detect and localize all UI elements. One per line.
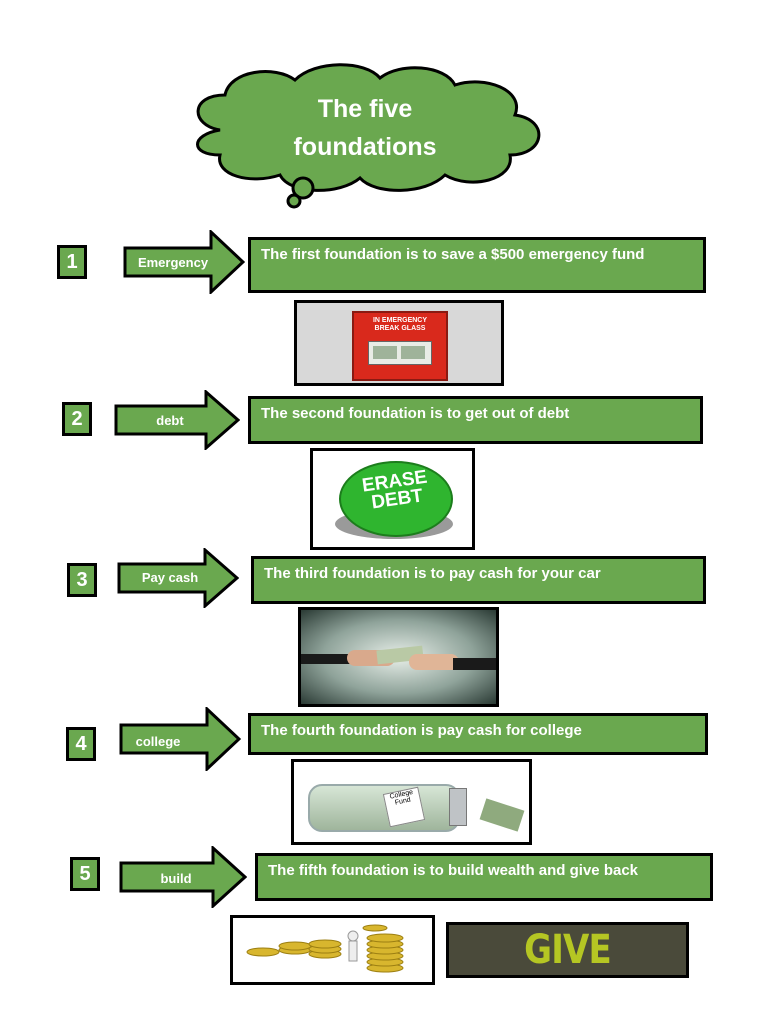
arrow-icon [117, 548, 239, 608]
coin-stacks-icon [246, 924, 404, 973]
step-number-4: 4 [66, 727, 96, 761]
arrow-label-4: college [135, 734, 181, 749]
arrow-icon [119, 707, 241, 771]
emergency-sign-text: IN EMERGENCY BREAK GLASS [372, 317, 428, 332]
foundation-bar-1: The first foundation is to save a $500 e… [248, 237, 706, 293]
foundation-bar-5: The fifth foundation is to build wealth … [255, 853, 713, 901]
pay-cash-image [298, 607, 499, 707]
cloud-shape [196, 63, 541, 209]
give-back-text: GIVE BACK. [524, 927, 612, 973]
arrow-label-1: Emergency [137, 255, 209, 270]
wealth-coins-image [230, 915, 435, 985]
arrow-icon [119, 846, 247, 908]
erase-debt-image: ERASE DEBT [310, 448, 475, 550]
step-number-5: 5 [70, 857, 100, 891]
foundation-bar-3: The third foundation is to pay cash for … [251, 556, 706, 604]
foundation-bar-4: The fourth foundation is pay cash for co… [248, 713, 708, 755]
arrow-label-5: build [160, 871, 192, 886]
arrow-icon [123, 230, 245, 294]
arrow-icon [114, 390, 240, 450]
step-number-3: 3 [67, 563, 97, 597]
arrow-label-2: debt [156, 413, 184, 428]
title-cloud: The five foundations [180, 60, 560, 210]
emergency-image: IN EMERGENCY BREAK GLASS [294, 300, 504, 386]
arrow-label-3: Pay cash [141, 570, 199, 585]
step-number-2: 2 [62, 402, 92, 436]
give-back-image: GIVE BACK. [446, 922, 689, 978]
erase-debt-text: ERASE DEBT [360, 466, 429, 514]
page-title: The five foundations [293, 95, 437, 161]
college-jar-image: College Fund [291, 759, 532, 845]
foundation-bar-2: The second foundation is to get out of d… [248, 396, 703, 444]
step-number-1: 1 [57, 245, 87, 279]
